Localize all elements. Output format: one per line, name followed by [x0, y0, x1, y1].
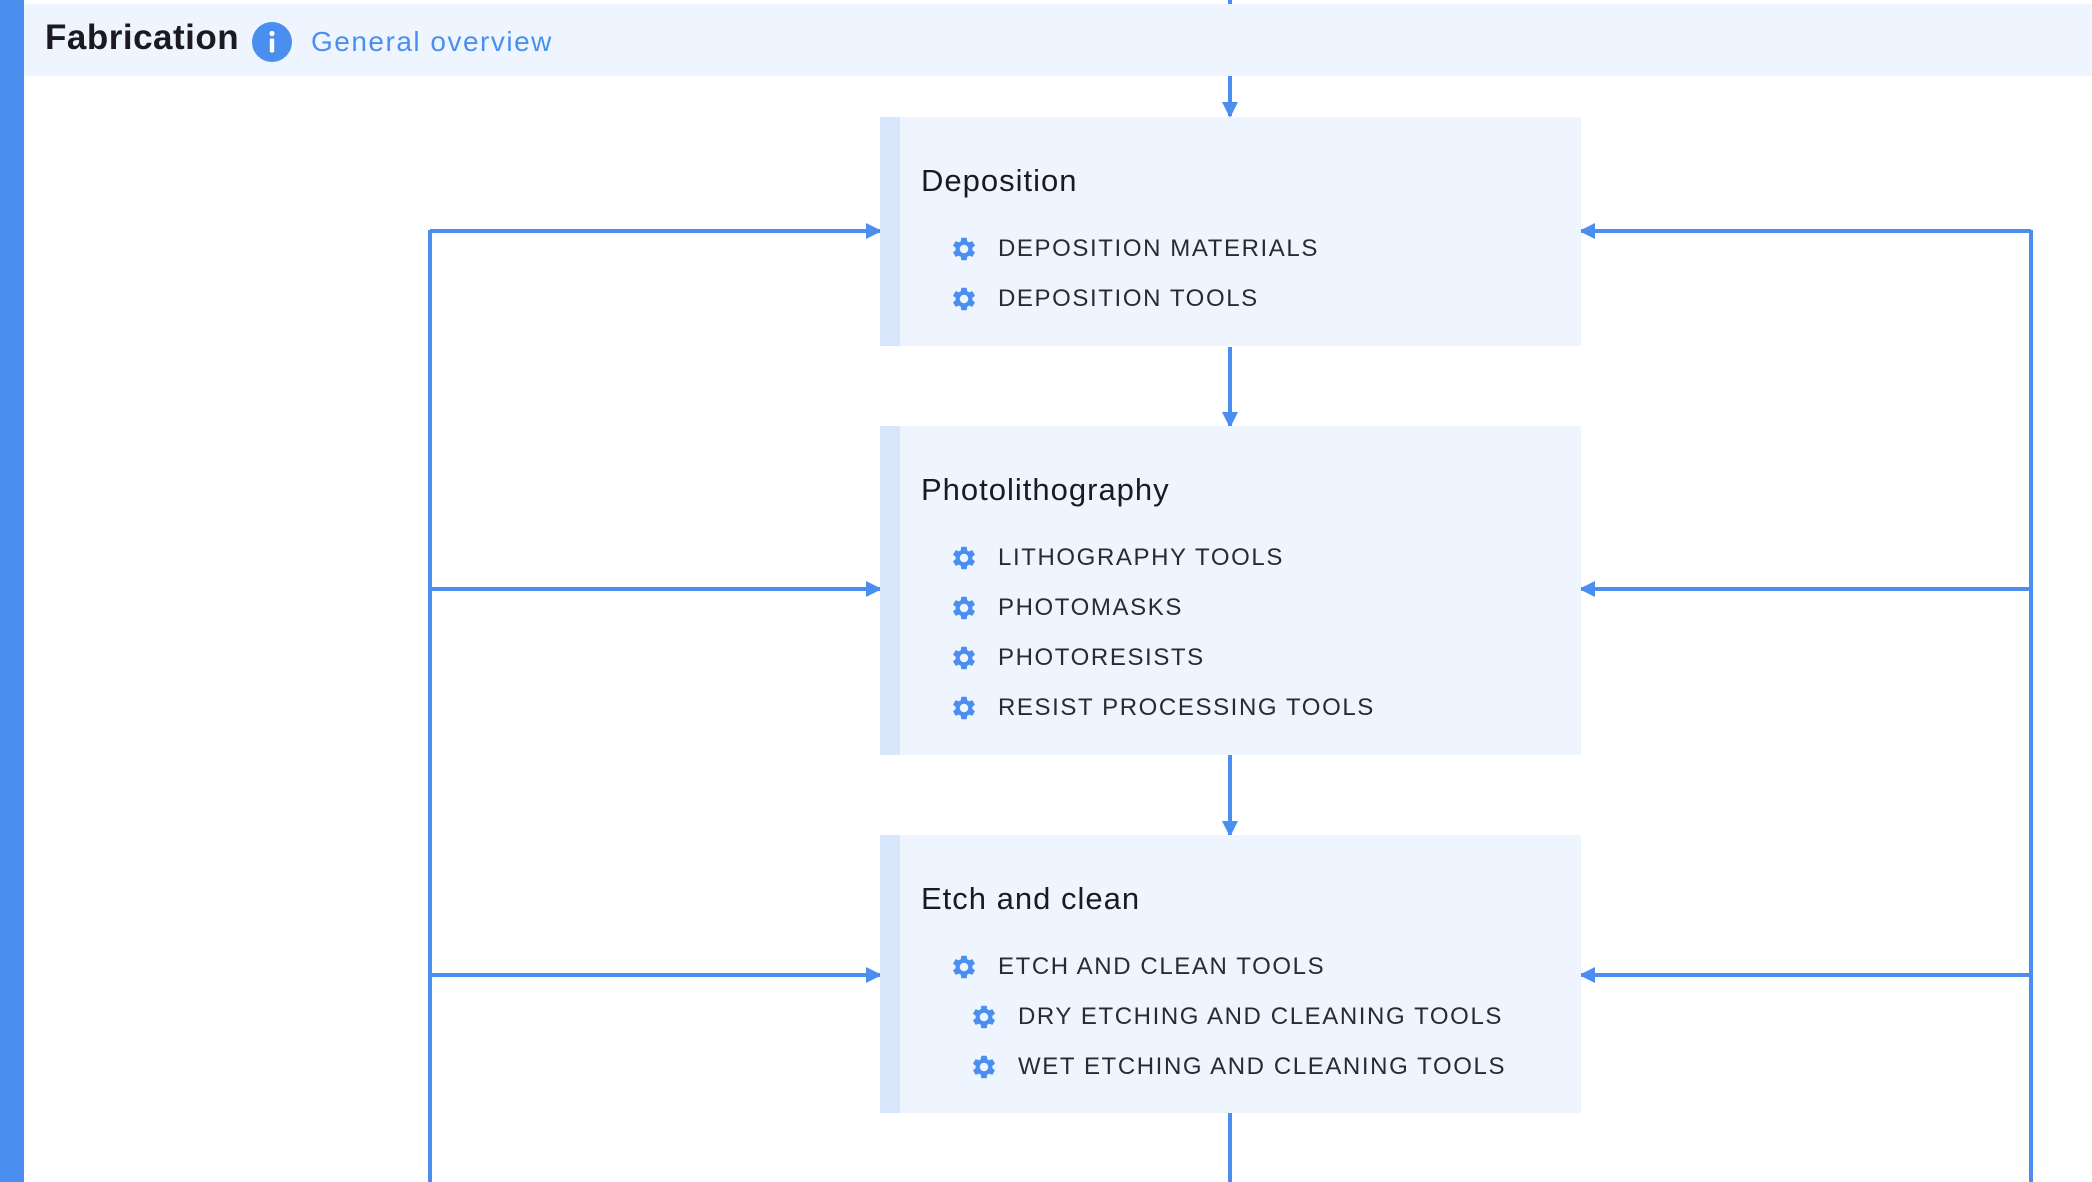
item-label: DEPOSITION MATERIALS [998, 235, 1319, 262]
stage-photolithography: Photolithography LITHOGRAPHY TOOLS PHOTO… [880, 426, 1581, 755]
page-title: Fabrication [45, 18, 240, 57]
item-label: DRY ETCHING AND CLEANING TOOLS [1018, 1003, 1504, 1030]
gear-icon [953, 646, 975, 670]
gear-icon [953, 955, 975, 979]
gear-icon [953, 287, 975, 311]
gear-icon [953, 237, 975, 261]
item-label: PHOTOMASKS [998, 594, 1183, 621]
item-label: ETCH AND CLEAN TOOLS [998, 953, 1326, 980]
stage-title: Deposition [921, 163, 1078, 198]
gear-icon [973, 1005, 995, 1029]
info-icon[interactable] [252, 22, 292, 62]
section-header: Fabrication General overview [24, 4, 2092, 76]
link-deposition-tools[interactable]: DEPOSITION TOOLS [950, 285, 1259, 313]
link-photomasks[interactable]: PHOTOMASKS [950, 594, 1183, 622]
stage-title: Photolithography [921, 472, 1170, 507]
link-deposition-materials[interactable]: DEPOSITION MATERIALS [950, 235, 1319, 263]
link-dry-etching-and-cleaning-tools[interactable]: DRY ETCHING AND CLEANING TOOLS [970, 1003, 1503, 1031]
link-resist-processing-tools[interactable]: RESIST PROCESSING TOOLS [950, 694, 1375, 722]
link-wet-etching-and-cleaning-tools[interactable]: WET ETCHING AND CLEANING TOOLS [970, 1053, 1506, 1081]
item-label: LITHOGRAPHY TOOLS [998, 544, 1284, 571]
item-label: WET ETCHING AND CLEANING TOOLS [1018, 1053, 1507, 1080]
link-lithography-tools[interactable]: LITHOGRAPHY TOOLS [950, 544, 1284, 572]
item-label: DEPOSITION TOOLS [998, 285, 1259, 312]
link-etch-and-clean-tools[interactable]: ETCH AND CLEAN TOOLS [950, 953, 1325, 981]
gear-icon [953, 546, 975, 570]
item-label: PHOTORESISTS [998, 644, 1205, 671]
link-photoresists[interactable]: PHOTORESISTS [950, 644, 1205, 672]
gear-icon [973, 1055, 995, 1079]
gear-icon [953, 596, 975, 620]
stage-title: Etch and clean [921, 881, 1141, 916]
gear-icon [953, 696, 975, 720]
stage-etch-and-clean: Etch and clean ETCH AND CLEAN TOOLS DRY … [880, 835, 1581, 1113]
general-overview-link[interactable]: General overview [311, 26, 553, 57]
left-accent-bar [0, 0, 24, 1182]
item-label: RESIST PROCESSING TOOLS [998, 694, 1375, 721]
stage-deposition: Deposition DEPOSITION MATERIALS DEPOSITI… [880, 117, 1581, 346]
